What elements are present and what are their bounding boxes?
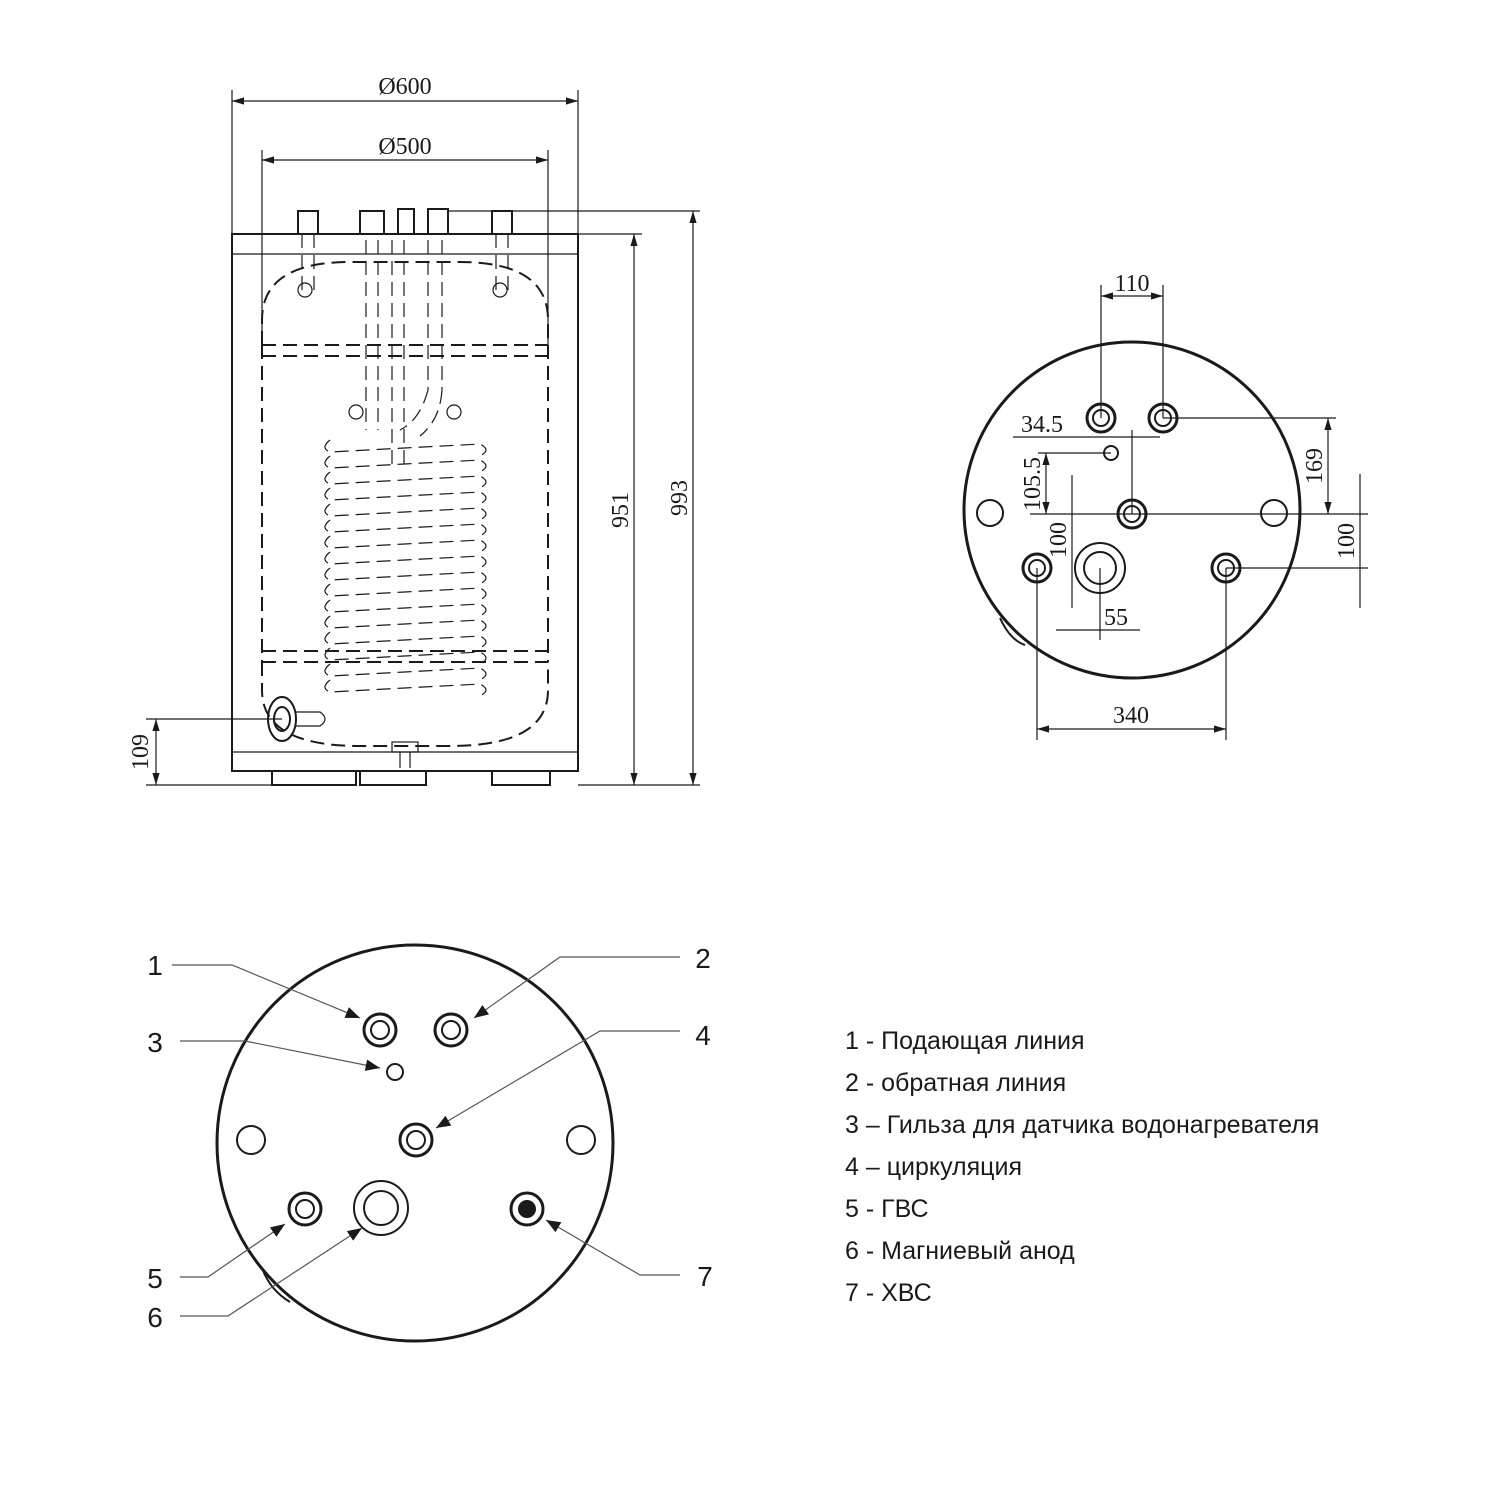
mount-hole-left: [976, 499, 1004, 527]
callout-connection-6: [353, 1180, 409, 1236]
callout-connection-3: [386, 1063, 404, 1081]
coil-turn: [324, 455, 487, 473]
coil-turn: [324, 599, 487, 617]
dim-sensor-offset-y: 105.5: [1020, 457, 1046, 511]
dim-flange-height: 109: [128, 734, 154, 770]
callout-mount-hole-right: [566, 1125, 596, 1155]
callout-connection-4: [398, 1122, 434, 1158]
tank-top-outline: [962, 340, 1302, 680]
internal-pipes: [297, 234, 509, 470]
dim-vertical-100-left: 100: [1046, 522, 1072, 558]
leader-3: [180, 1040, 381, 1071]
legend-item-4: 4 – циркуляция: [845, 1153, 1023, 1181]
top-view-dimensions: 110 34.5 105.5 100 169 100 55 340: [962, 271, 1368, 740]
coil-turn: [324, 519, 487, 537]
callout-label-5: 5: [147, 1263, 163, 1294]
dim-sensor-offset-x: 34.5: [1021, 412, 1063, 438]
callout-label-7: 7: [697, 1261, 713, 1292]
callout-mount-hole-left: [236, 1125, 266, 1155]
legend-item-7: 7 - ХВС: [845, 1279, 932, 1307]
tank-body: [231, 233, 579, 772]
coil-turn: [324, 487, 487, 505]
legend-item-2: 2 - обратная линия: [845, 1069, 1067, 1097]
coil-turn: [324, 439, 487, 457]
coil-turn: [324, 631, 487, 649]
leader-5: [180, 1223, 286, 1278]
top-connection-stubs: [297, 208, 513, 235]
dim-outer-diameter: Ø600: [378, 74, 431, 100]
coil-turn: [324, 679, 487, 697]
dim-inner-diameter: Ø500: [378, 134, 431, 160]
callout-label-3: 3: [147, 1027, 163, 1058]
callout-label-2: 2: [695, 943, 711, 974]
coil-turn: [324, 567, 487, 585]
leader-2: [473, 956, 680, 1019]
heat-exchanger-coil: [324, 439, 487, 697]
coil-turn: [324, 615, 487, 633]
callout-connection-7: [509, 1191, 545, 1227]
leader-6: [180, 1227, 363, 1317]
mount-hole-right: [1260, 499, 1288, 527]
callout-label-1: 1: [147, 950, 163, 981]
tank-feet: [271, 770, 551, 786]
legend-item-5: 5 - ГВС: [845, 1195, 929, 1223]
bottom-drain: [391, 741, 419, 768]
dim-vertical-100-right: 100: [1334, 523, 1360, 559]
callout-connection-2: [433, 1012, 469, 1048]
front-view: Ø600 Ø500 951 993 109: [128, 74, 700, 786]
leader-1: [172, 964, 361, 1019]
callout-label-6: 6: [147, 1302, 163, 1333]
coil-turn: [324, 551, 487, 569]
legend-item-1: 1 - Подающая линия: [845, 1027, 1085, 1055]
coil-turn: [324, 503, 487, 521]
callout-view: 1 2 3 4 5 6 7: [147, 943, 713, 1343]
dim-height-total: 993: [667, 480, 693, 516]
callout-tank-outline: [215, 943, 615, 1343]
leader-4: [435, 1030, 680, 1129]
inner-vessel-outline: [261, 261, 549, 747]
coil-turn: [324, 471, 487, 489]
coil-turn: [324, 647, 487, 665]
legend: 1 - Подающая линия 2 - обратная линия 3 …: [845, 1024, 1319, 1318]
callout-label-4: 4: [695, 1020, 711, 1051]
leader-7: [545, 1219, 680, 1276]
legend-item-3: 3 – Гильза для датчика водонагревателя: [845, 1111, 1320, 1139]
coil-turn: [324, 535, 487, 553]
legend-item-6: 6 - Магниевый анод: [845, 1237, 1075, 1265]
dim-height-body: 951: [608, 492, 634, 528]
dim-pipe-spacing: 110: [1114, 271, 1149, 297]
coil-turn: [324, 583, 487, 601]
dim-anode-offset: 55: [1104, 605, 1128, 631]
dim-outer-pipe-spacing: 340: [1113, 703, 1149, 729]
callout-connection-5: [287, 1191, 323, 1227]
callout-connection-1: [362, 1012, 398, 1048]
coil-turn: [324, 663, 487, 681]
dim-vertical-169: 169: [1302, 448, 1328, 484]
